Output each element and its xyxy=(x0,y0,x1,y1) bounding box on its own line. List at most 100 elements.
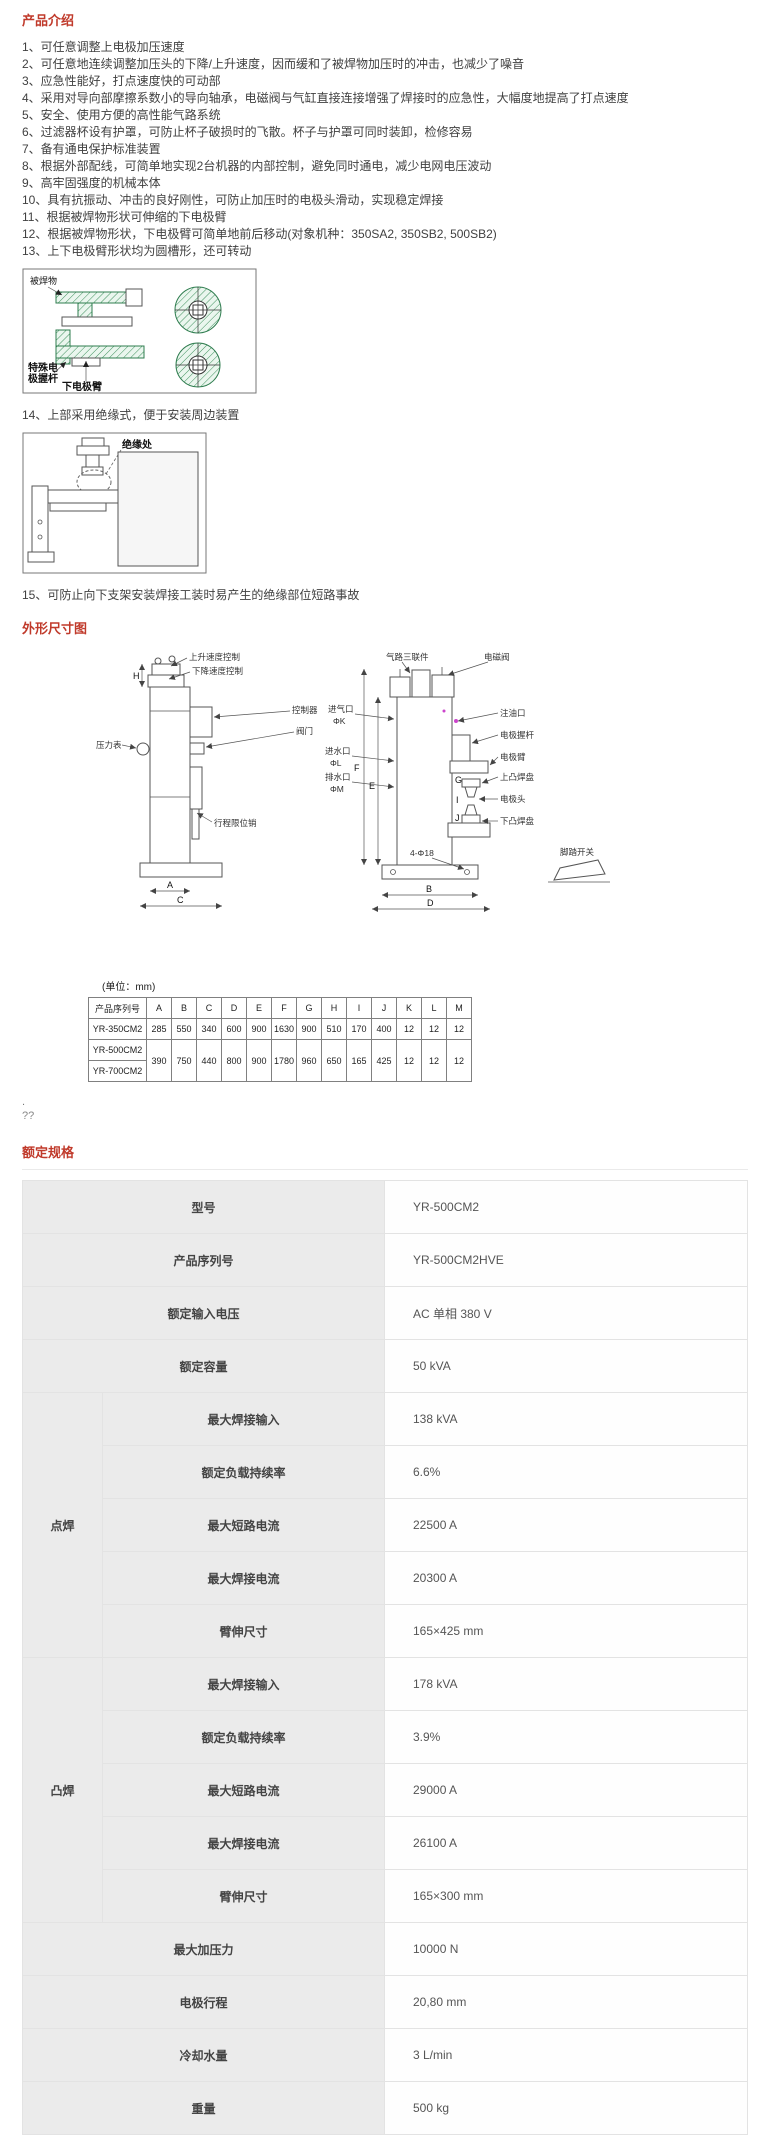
spec-value: 500 kg xyxy=(384,2081,748,2135)
spec-value: 3 L/min xyxy=(384,2028,748,2082)
spec-value: 165×425 mm xyxy=(384,1604,748,1658)
label-lower-pad: 下凸焊盘 xyxy=(500,816,535,826)
air-triple-unit xyxy=(411,669,431,698)
stray-dot: . xyxy=(22,1096,26,1108)
dim-letter-A: A xyxy=(167,880,173,890)
valve-box xyxy=(189,742,205,755)
dim-col-header: L xyxy=(421,997,447,1019)
feature-item: 1、可任意调整上电极加压速度 xyxy=(22,40,185,54)
dim-cell: 285 xyxy=(146,1018,172,1040)
feature-item: 3、应急性能好，打点速度快的可动部 xyxy=(22,74,221,88)
label-water-out: 排水口 xyxy=(325,772,351,782)
spec-value: YR-500CM2 xyxy=(384,1180,748,1234)
upper-electrode-tip xyxy=(464,786,478,798)
dim-letter-H: H xyxy=(133,671,140,681)
dim-cell: 440 xyxy=(196,1039,222,1082)
spec-row: 产品序列号 YR-500CM2HVE xyxy=(22,1233,748,1287)
spec-label: 最大加压力 xyxy=(22,1922,385,1976)
spec-label: 臂伸尺寸 xyxy=(102,1869,385,1923)
dim-cell: 12 xyxy=(421,1039,447,1082)
spec-value: 10000 N xyxy=(384,1922,748,1976)
spec-label: 最大短路电流 xyxy=(102,1498,385,1552)
dim-cell: 900 xyxy=(246,1039,272,1082)
spec-row: 重量 500 kg xyxy=(22,2081,748,2135)
feature-item: 8、根据外部配线，可简单地实现2台机器的内部控制，避免同时通电，减少电网电压波动 xyxy=(22,159,492,173)
feature-item: 13、上下电极臂形状均为圆槽形，还可转动 xyxy=(22,244,252,258)
feature-item: 5、安全、使用方便的高性能气路系统 xyxy=(22,108,221,122)
label-water-in: 进水口 xyxy=(325,746,351,756)
dim-row-700: YR-700CM2 xyxy=(88,1060,472,1082)
section-title-intro: 产品介绍 xyxy=(22,13,75,28)
electrode-diagram: 被焊物 特殊电 极握杆 下电极臂 xyxy=(22,268,257,394)
lower-pad-part xyxy=(461,814,481,824)
spec-label: 最大短路电流 xyxy=(102,1763,385,1817)
feature-item: 4、采用对导向部摩擦系数小的导向轴承，电磁阀与气缸直接连接增强了焊接时的应急性，… xyxy=(22,91,629,105)
dim-col-header: B xyxy=(171,997,197,1019)
label-speed-down: 下降速度控制 xyxy=(192,666,243,676)
side-view xyxy=(381,667,491,880)
spec-table: 型号 YR-500CM2 产品序列号 YR-500CM2HVE 额定输入电压 A… xyxy=(22,1180,748,2135)
spec-label: 最大焊接输入 xyxy=(102,1657,385,1711)
drawing-labels: 上升速度控制 下降速度控制 压力表 控制器 阀门 进气口 ΦK 进水口 ΦL 排… xyxy=(96,652,595,870)
holder-label-line2: 极握杆 xyxy=(28,372,58,385)
lower-electrode-tip xyxy=(464,804,478,816)
spec-label: 产品序列号 xyxy=(22,1233,385,1287)
insulation-diagram: 绝缘处 xyxy=(22,432,207,574)
foot-switch-symbol xyxy=(548,859,610,883)
dim-col-header: J xyxy=(371,997,397,1019)
spec-row: 额定负载持续率 3.9% xyxy=(23,1710,748,1764)
feature-item: 14、上部采用绝缘式，便于安装周边装置 xyxy=(22,408,240,422)
spec-label: 冷却水量 xyxy=(22,2028,385,2082)
dim-cell: 900 xyxy=(296,1018,322,1040)
spec-row: 最大短路电流 29000 A xyxy=(23,1763,748,1817)
spec-row: 冷却水量 3 L/min xyxy=(22,2028,748,2082)
dim-cell: 170 xyxy=(346,1018,372,1040)
magenta-mark xyxy=(454,719,458,723)
pressure-gauge-symbol xyxy=(136,742,150,756)
feature-item: 9、高牢固强度的机械本体 xyxy=(22,176,161,190)
spec-label: 额定负载持续率 xyxy=(102,1710,385,1764)
dim-cell: 12 xyxy=(396,1039,422,1082)
label-solenoid-valve: 电磁阀 xyxy=(484,652,510,662)
label-electrode-holder: 电极握杆 xyxy=(500,730,535,740)
spec-value: 178 kVA xyxy=(384,1657,748,1711)
dimension-drawing: 上升速度控制 下降速度控制 压力表 控制器 阀门 进气口 ΦK 进水口 ΦL 排… xyxy=(96,652,610,912)
stray-text: ?? xyxy=(22,1110,35,1122)
dim-cell: 1630 xyxy=(271,1018,297,1040)
dim-cell: 550 xyxy=(171,1018,197,1040)
workpiece-label: 被焊物 xyxy=(30,275,57,286)
spec-value: YR-500CM2HVE xyxy=(384,1233,748,1287)
label-electrode-arm: 电极臂 xyxy=(500,752,526,762)
dim-cell: 390 xyxy=(146,1039,172,1082)
dim-cell: 12 xyxy=(421,1018,447,1040)
spec-row: 型号 YR-500CM2 xyxy=(22,1180,748,1234)
label-air-in: 进气口 xyxy=(328,704,354,714)
spec-value: 3.9% xyxy=(384,1710,748,1764)
spec-row: 最大加压力 10000 N xyxy=(22,1922,748,1976)
dim-model-cell: YR-500CM2 xyxy=(88,1039,147,1061)
label-pressure-gauge: 压力表 xyxy=(96,740,122,750)
lower-arm-label: 下电极臂 xyxy=(62,380,102,393)
label-controller: 控制器 xyxy=(292,705,318,715)
unit-note: (单位：mm) xyxy=(102,982,156,993)
spec-value: 20,80 mm xyxy=(384,1975,748,2029)
spec-value: 50 kVA xyxy=(384,1339,748,1393)
label-upper-pad: 上凸焊盘 xyxy=(500,772,535,782)
spec-label: 额定容量 xyxy=(22,1339,385,1393)
feature-item: 6、过滤器杯设有护罩，可防止杯子破损时的飞散。杯子与护罩可同时装卸，检修容易 xyxy=(22,125,473,139)
dim-model-cell: YR-700CM2 xyxy=(88,1060,147,1082)
dim-letter-D: D xyxy=(427,898,434,908)
dimension-drawing-wrap: 上升速度控制 下降速度控制 压力表 控制器 阀门 进气口 ΦK 进水口 ΦL 排… xyxy=(92,649,748,922)
dim-col-header: K xyxy=(396,997,422,1019)
section-title-specs: 额定规格 xyxy=(22,1144,748,1170)
magenta-mark xyxy=(442,709,446,713)
dim-cell: 900 xyxy=(246,1018,272,1040)
upper-pad-part xyxy=(461,778,481,788)
dim-cell: 800 xyxy=(221,1039,247,1082)
spec-value: 165×300 mm xyxy=(384,1869,748,1923)
dim-cell: 1780 xyxy=(271,1039,297,1082)
feature-list: 1、可任意调整上电极加压速度 2、可任意地连续调整加压头的下降/上升速度，因而缓… xyxy=(22,39,748,260)
label-air-triple: 气路三联件 xyxy=(386,652,429,662)
dim-cell: 12 xyxy=(446,1039,472,1082)
dim-col-header: G xyxy=(296,997,322,1019)
